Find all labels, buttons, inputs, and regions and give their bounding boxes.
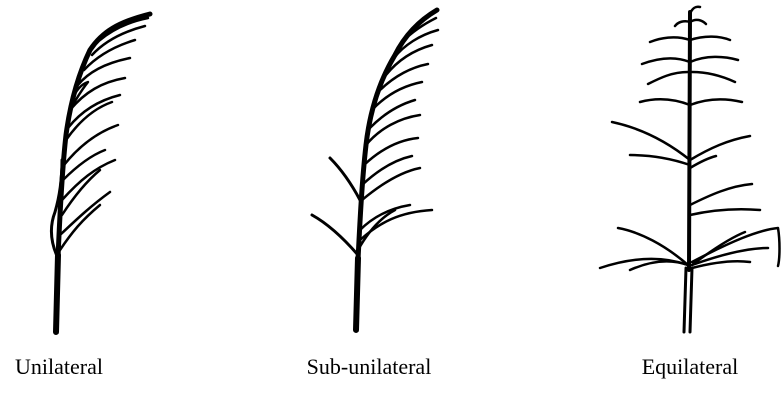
- sub-unilateral-panicle-icon: [312, 10, 438, 330]
- equilateral-label: Equilateral: [642, 356, 739, 378]
- sub-unilateral-label: Sub-unilateral: [307, 356, 432, 378]
- unilateral-label: Unilateral: [15, 356, 103, 378]
- unilateral-panicle-icon: [51, 14, 150, 332]
- equilateral-panicle-icon: [600, 7, 780, 332]
